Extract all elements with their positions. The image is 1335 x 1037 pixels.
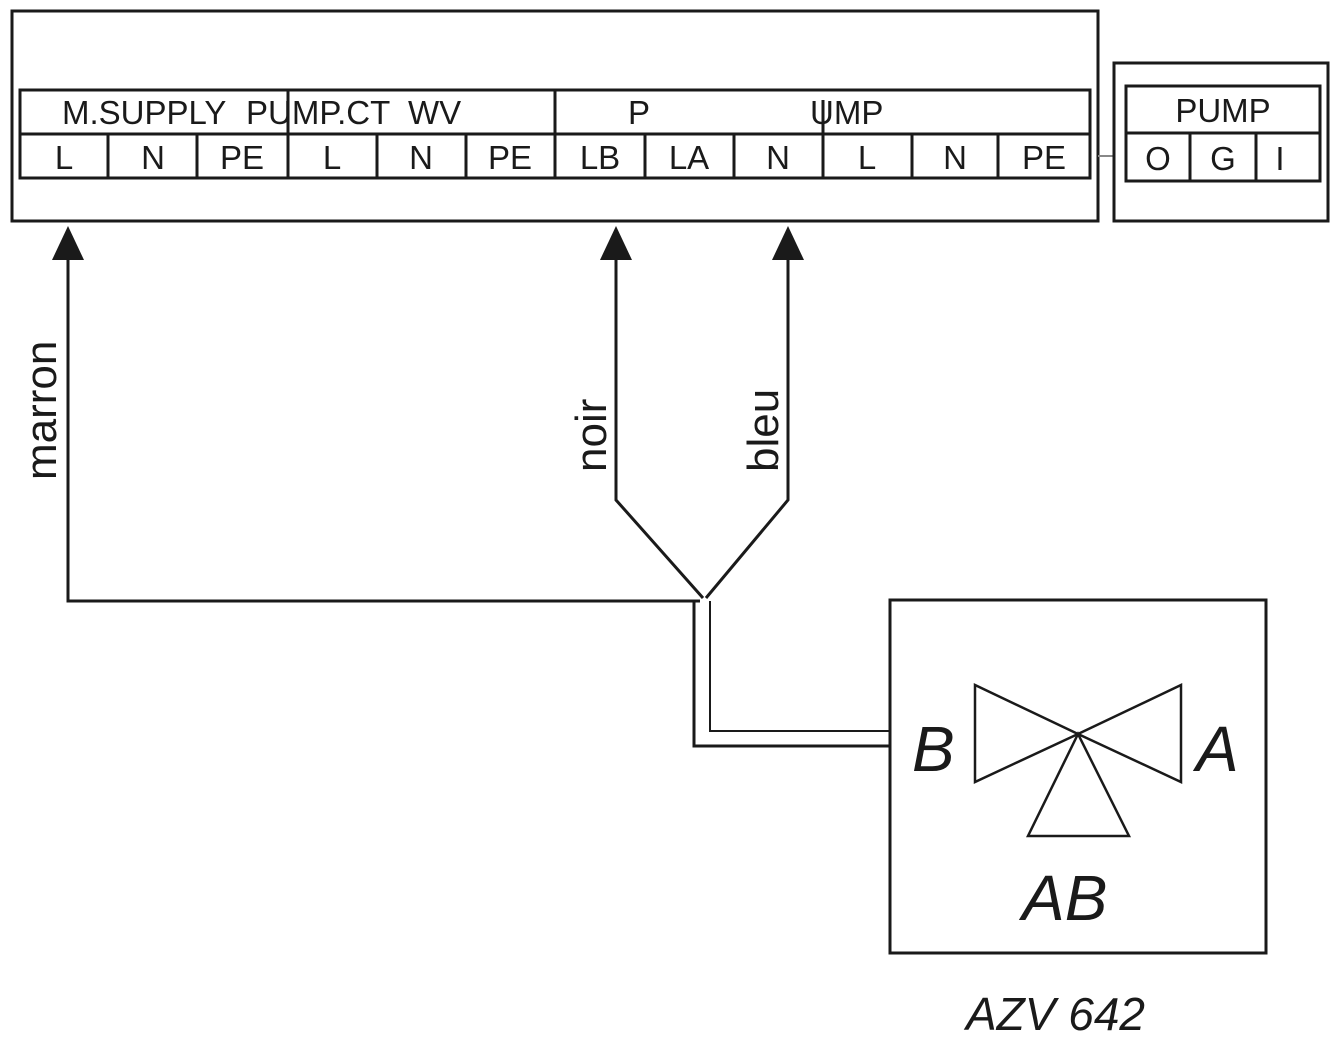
pump-block: PUMP O G I xyxy=(1112,61,1330,223)
wiring: marron noir bleu xyxy=(17,226,890,748)
brown-wire xyxy=(66,258,700,603)
valve-triangle-a xyxy=(1075,683,1183,784)
cable-bundle-outer xyxy=(692,601,890,748)
pump-housing xyxy=(1112,61,1330,223)
wire-label-marron: marron xyxy=(17,341,66,480)
valve-model-label: AZV 642 xyxy=(963,988,1145,1037)
arrow-head-up xyxy=(772,226,804,260)
terminal-n: N xyxy=(141,139,165,176)
valve-port-ab: AB xyxy=(1018,862,1107,934)
valve-triangle-b xyxy=(973,683,1081,784)
cable-bundle-inner xyxy=(709,601,890,732)
terminal-la: LA xyxy=(669,139,709,176)
terminal-l: L xyxy=(858,139,876,176)
valve-port-a: A xyxy=(1192,713,1239,785)
terminal-lb: LB xyxy=(580,139,620,176)
pump-terminal-i: I xyxy=(1275,140,1284,177)
group-label-wv: WV xyxy=(408,94,461,131)
pump-terminal-o: O xyxy=(1145,140,1171,177)
terminal-pe: PE xyxy=(488,139,532,176)
terminal-l: L xyxy=(323,139,341,176)
pump-terminal-g: G xyxy=(1210,140,1236,177)
valve-triangle-ab xyxy=(1025,731,1132,838)
valve-unit: B A AB xyxy=(888,598,1268,955)
terminal-n: N xyxy=(943,139,967,176)
wire-label-noir: noir xyxy=(567,399,616,472)
terminal-n: N xyxy=(409,139,433,176)
arrow-head-up xyxy=(600,226,632,260)
terminal-pe: PE xyxy=(220,139,264,176)
wire-label-bleu: bleu xyxy=(739,389,788,472)
group-label-p: P xyxy=(628,94,650,131)
group-label-m-supply: M.SUPPLY xyxy=(62,94,226,131)
blue-wire xyxy=(704,258,790,599)
black-wire xyxy=(614,258,705,599)
arrow-head-up xyxy=(52,226,84,260)
terminal-n: N xyxy=(766,139,790,176)
terminal-pe: PE xyxy=(1022,139,1066,176)
valve-port-b: B xyxy=(912,713,955,785)
terminal-l: L xyxy=(55,139,73,176)
controller-housing xyxy=(10,9,1100,223)
terminal-block: M.SUPPLY PUMP.CT WV P UMP L N PE L N PE … xyxy=(18,88,1092,180)
group-label-ump: UMP xyxy=(810,94,883,131)
group-label-pump-ct: PUMP.CT xyxy=(246,94,390,131)
pump-title: PUMP xyxy=(1175,92,1270,129)
valve-housing xyxy=(888,598,1268,955)
